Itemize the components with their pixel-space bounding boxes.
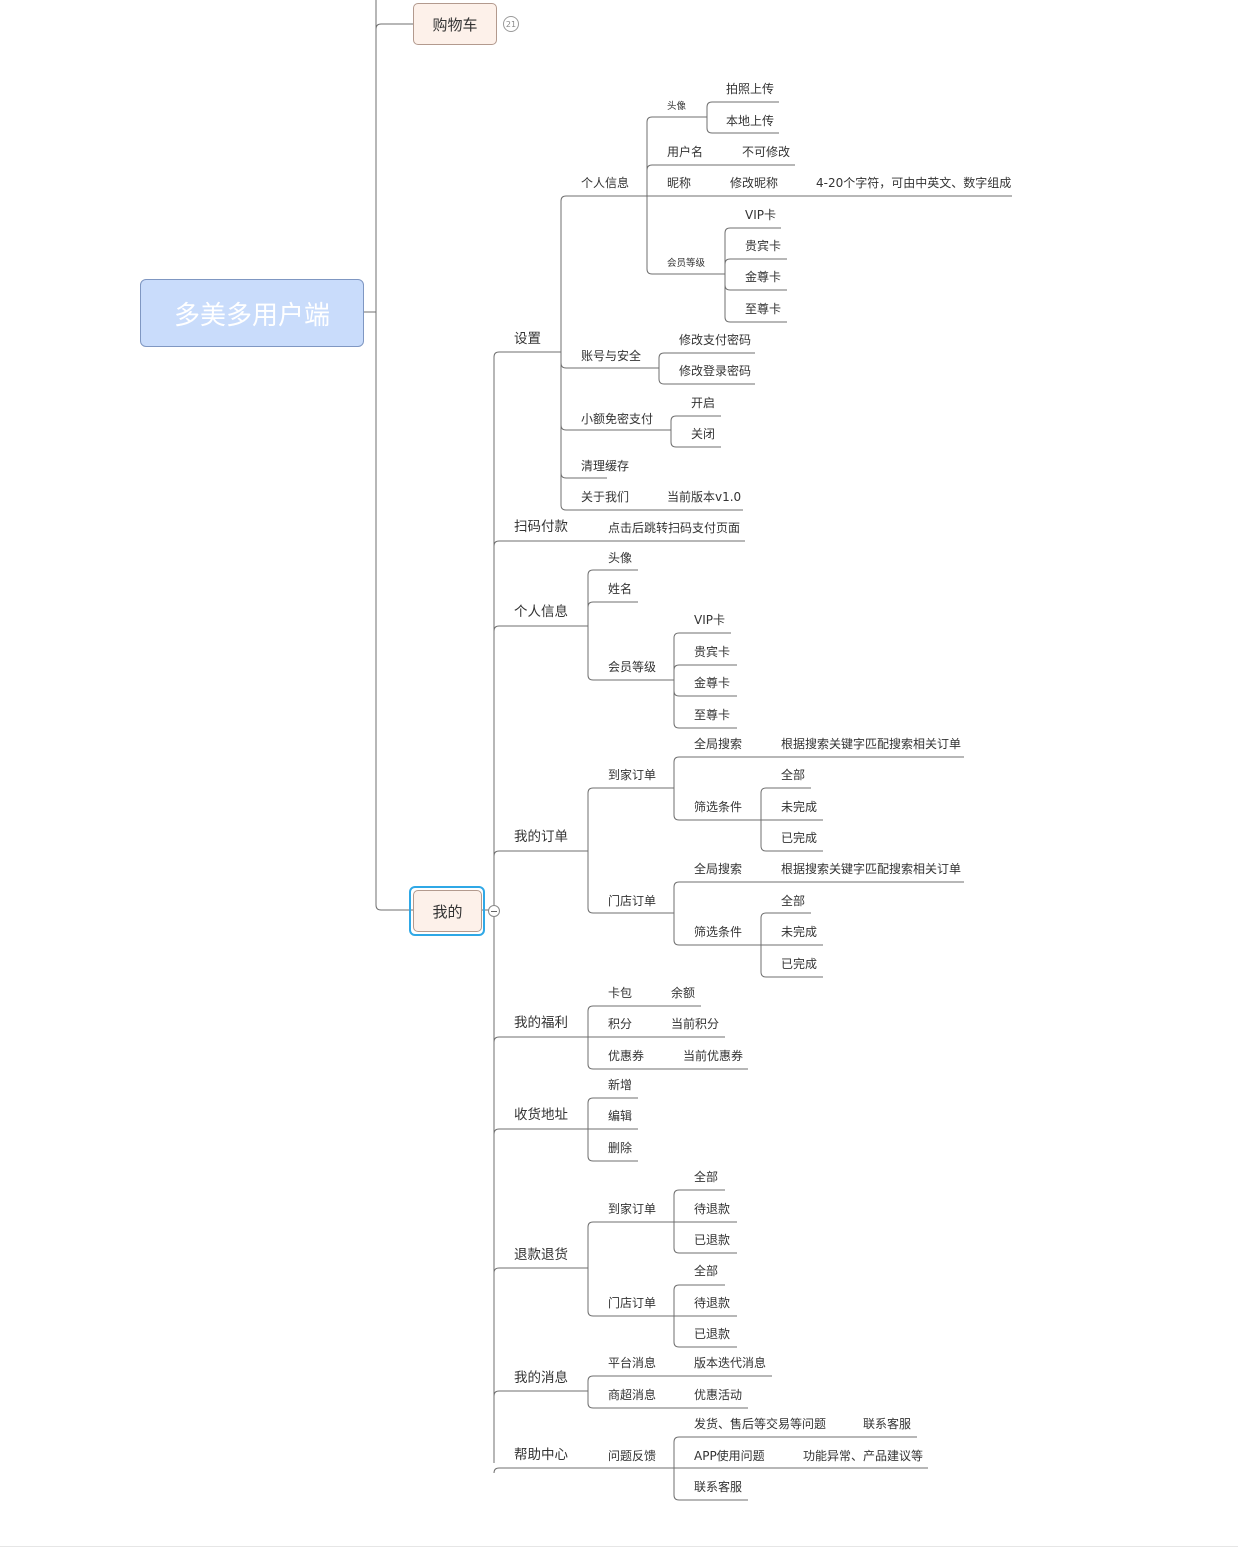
messages-store-value[interactable]: 优惠活动 (694, 1388, 743, 1402)
settings-about[interactable]: 关于我们 (581, 490, 630, 504)
refund-store[interactable]: 门店订单 (608, 1296, 657, 1310)
nickname-rule[interactable]: 4-20个字符，可由中英文、数字组成 (816, 176, 1012, 190)
address-topic[interactable]: 收货地址 (514, 1107, 568, 1123)
personal-name[interactable]: 姓名 (608, 582, 633, 596)
orders-home-filter-done[interactable]: 已完成 (781, 831, 818, 845)
help-app-issues[interactable]: APP使用问题 (694, 1449, 765, 1463)
orders-home-filter-all[interactable]: 全部 (781, 768, 806, 782)
personal-member-level[interactable]: 会员等级 (608, 660, 657, 674)
settings-account-security[interactable]: 账号与安全 (581, 349, 642, 363)
orders-home-search-desc[interactable]: 根据搜索关键字匹配搜索相关订单 (781, 737, 962, 751)
collapse-toggle-icon[interactable] (488, 905, 500, 917)
orders-topic[interactable]: 我的订单 (514, 829, 568, 845)
address-delete[interactable]: 删除 (608, 1141, 633, 1155)
personal-card-vip[interactable]: VIP卡 (694, 613, 725, 627)
personal-info-topic[interactable]: 个人信息 (514, 604, 568, 620)
help-app-desc[interactable]: 功能异常、产品建议等 (803, 1449, 924, 1463)
avatar-option-local[interactable]: 本地上传 (726, 114, 775, 128)
welfare-points[interactable]: 积分 (608, 1017, 633, 1031)
scan-pay-desc[interactable]: 点击后跳转扫码支付页面 (608, 521, 741, 535)
collapsed-count-badge[interactable]: 21 (503, 16, 519, 32)
welfare-current-points[interactable]: 当前积分 (671, 1017, 720, 1031)
personal-card-supreme[interactable]: 至尊卡 (694, 708, 731, 722)
orders-home-filter[interactable]: 筛选条件 (694, 800, 743, 814)
address-add[interactable]: 新增 (608, 1078, 633, 1092)
orders-store-filter[interactable]: 筛选条件 (694, 925, 743, 939)
settings-username[interactable]: 用户名 (667, 145, 704, 159)
refund-home-done[interactable]: 已退款 (694, 1233, 731, 1247)
root-node[interactable]: 多美多用户端 (140, 279, 364, 347)
settings-card-guest[interactable]: 贵宾卡 (745, 239, 782, 253)
welfare-card-pack[interactable]: 卡包 (608, 986, 633, 1000)
settings-avatar[interactable]: 头像 (667, 101, 687, 112)
personal-card-guest[interactable]: 贵宾卡 (694, 645, 731, 659)
settings-card-supreme[interactable]: 至尊卡 (745, 302, 782, 316)
orders-home[interactable]: 到家订单 (608, 768, 657, 782)
help-trade-issues[interactable]: 发货、售后等交易等问题 (694, 1417, 827, 1431)
personal-avatar[interactable]: 头像 (608, 551, 633, 565)
help-topic[interactable]: 帮助中心 (514, 1447, 568, 1463)
help-feedback[interactable]: 问题反馈 (608, 1449, 657, 1463)
welfare-current-coupons[interactable]: 当前优惠券 (683, 1049, 744, 1063)
orders-home-filter-pending[interactable]: 未完成 (781, 800, 818, 814)
settings-card-gold[interactable]: 金尊卡 (745, 270, 782, 284)
orders-store-filter-pending[interactable]: 未完成 (781, 925, 818, 939)
avatar-option-camera[interactable]: 拍照上传 (726, 82, 775, 96)
refund-home-all[interactable]: 全部 (694, 1170, 719, 1184)
orders-home-search[interactable]: 全局搜索 (694, 737, 743, 751)
settings-member-level[interactable]: 会员等级 (667, 258, 706, 269)
username-value[interactable]: 不可修改 (742, 145, 791, 159)
orders-store-filter-all[interactable]: 全部 (781, 894, 806, 908)
refund-store-all[interactable]: 全部 (694, 1264, 719, 1278)
messages-platform-value[interactable]: 版本迭代消息 (694, 1356, 767, 1370)
messages-platform[interactable]: 平台消息 (608, 1356, 657, 1370)
help-trade-contact[interactable]: 联系客服 (863, 1417, 912, 1431)
settings-clear-cache[interactable]: 清理缓存 (581, 459, 630, 473)
messages-store[interactable]: 商超消息 (608, 1388, 657, 1402)
settings-small-pay[interactable]: 小额免密支付 (581, 412, 654, 426)
refund-topic[interactable]: 退款退货 (514, 1247, 568, 1263)
settings-nickname[interactable]: 昵称 (667, 176, 692, 190)
settings-personal-info[interactable]: 个人信息 (581, 176, 630, 190)
settings-card-vip[interactable]: VIP卡 (745, 208, 776, 222)
change-login-password[interactable]: 修改登录密码 (679, 364, 752, 378)
welfare-coupons[interactable]: 优惠券 (608, 1049, 645, 1063)
help-contact-service[interactable]: 联系客服 (694, 1480, 743, 1494)
small-pay-on[interactable]: 开启 (691, 396, 716, 410)
scan-pay-topic[interactable]: 扫码付款 (514, 519, 568, 535)
refund-store-done[interactable]: 已退款 (694, 1327, 731, 1341)
personal-card-gold[interactable]: 金尊卡 (694, 676, 731, 690)
refund-store-pending[interactable]: 待退款 (694, 1296, 731, 1310)
small-pay-off[interactable]: 关闭 (691, 427, 716, 441)
orders-store[interactable]: 门店订单 (608, 894, 657, 908)
orders-store-search-desc[interactable]: 根据搜索关键字匹配搜索相关订单 (781, 862, 962, 876)
cart-node[interactable]: 购物车 (413, 3, 497, 45)
page-bottom-divider (0, 1546, 1238, 1547)
welfare-topic[interactable]: 我的福利 (514, 1015, 568, 1031)
nickname-value[interactable]: 修改昵称 (730, 176, 779, 190)
refund-home[interactable]: 到家订单 (608, 1202, 657, 1216)
orders-store-filter-done[interactable]: 已完成 (781, 957, 818, 971)
refund-home-pending[interactable]: 待退款 (694, 1202, 731, 1216)
selection-outline (409, 886, 485, 936)
settings-topic[interactable]: 设置 (514, 331, 541, 347)
messages-topic[interactable]: 我的消息 (514, 1370, 568, 1386)
mine-node[interactable]: 我的 (413, 890, 482, 932)
orders-store-search[interactable]: 全局搜索 (694, 862, 743, 876)
about-version[interactable]: 当前版本v1.0 (667, 490, 742, 504)
address-edit[interactable]: 编辑 (608, 1109, 633, 1123)
welfare-balance[interactable]: 余额 (671, 986, 696, 1000)
change-pay-password[interactable]: 修改支付密码 (679, 333, 752, 347)
